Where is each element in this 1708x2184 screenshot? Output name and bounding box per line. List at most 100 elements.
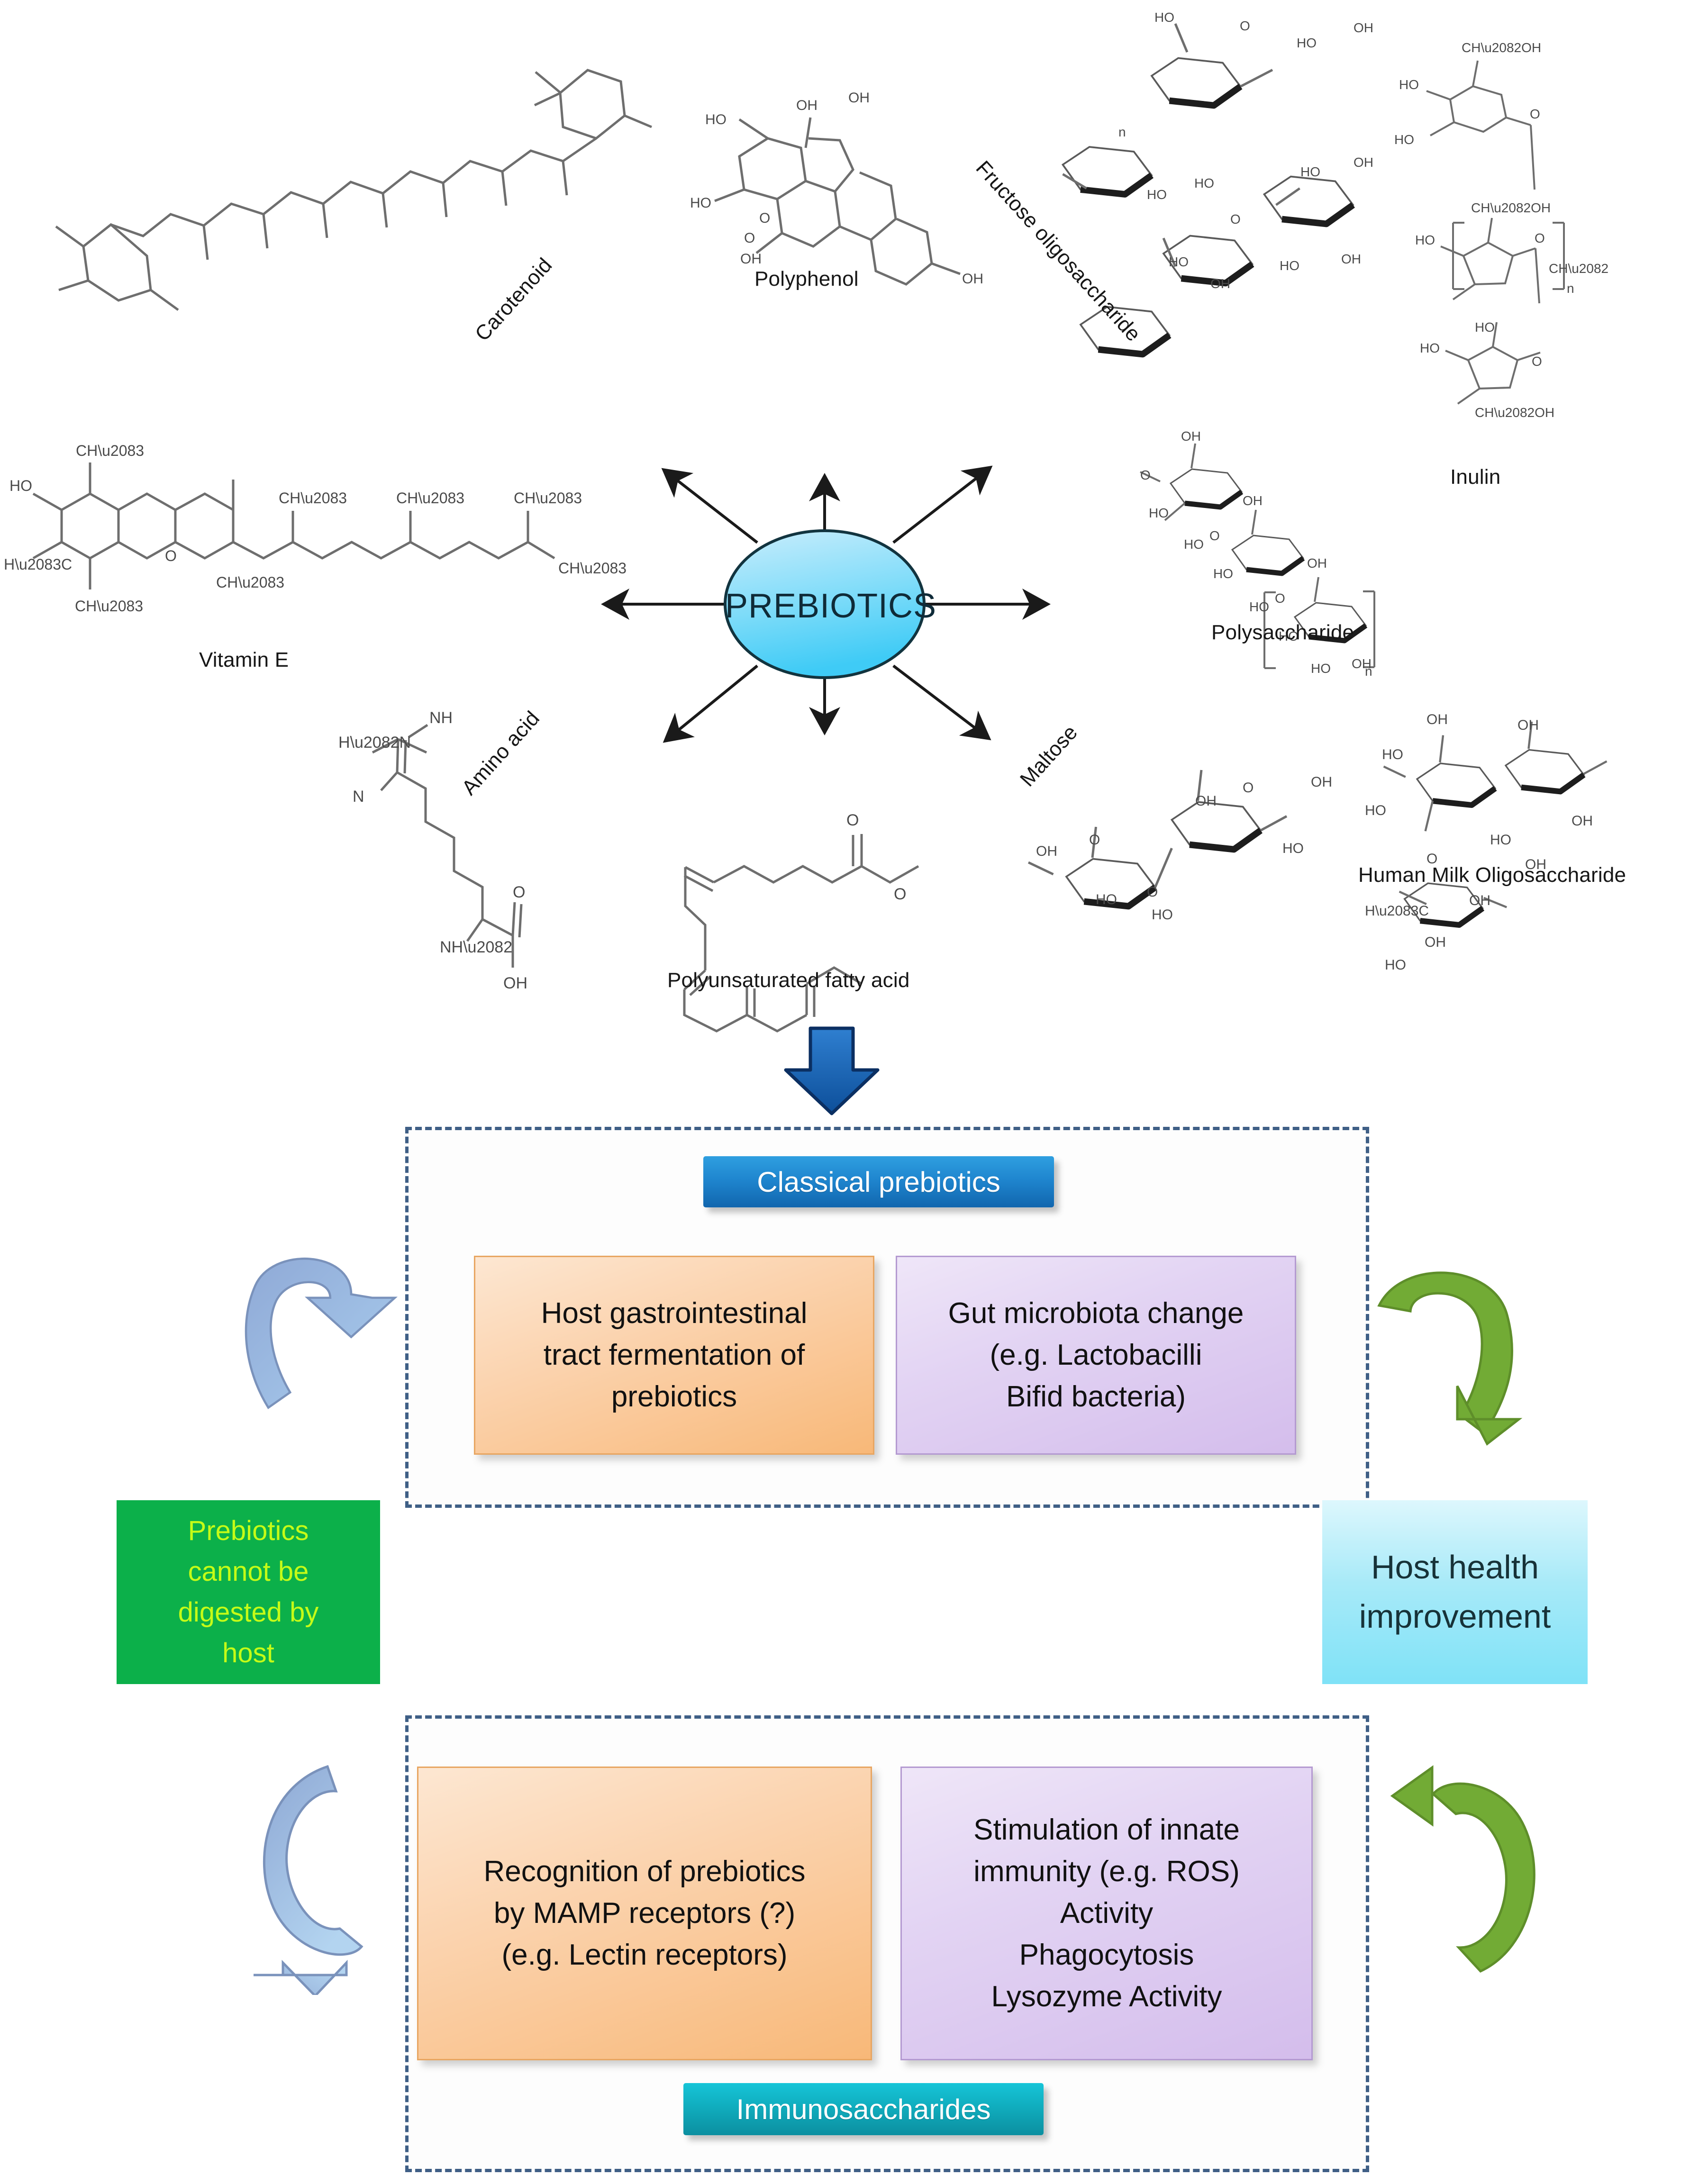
svg-text:OH: OH xyxy=(1307,556,1327,571)
svg-text:O: O xyxy=(1240,18,1250,33)
svg-text:OH: OH xyxy=(740,251,762,267)
svg-text:H\u2083C: H\u2083C xyxy=(1365,903,1429,919)
fructose-oligosaccharide-structure xyxy=(1063,23,1354,354)
svg-text:O: O xyxy=(1532,354,1542,369)
box-line: Lysozyme Activity xyxy=(991,1980,1222,2013)
badge-immunosaccharides[interactable]: Immunosaccharides xyxy=(683,2083,1044,2135)
svg-text:HO: HO xyxy=(1149,506,1169,520)
box-host-health-improvement: Host health improvement xyxy=(1322,1500,1588,1684)
box-line: (e.g. Lactobacilli xyxy=(990,1338,1202,1371)
svg-text:HO: HO xyxy=(1147,187,1167,202)
polyphenol-structure xyxy=(714,117,961,286)
svg-text:CH\u2083: CH\u2083 xyxy=(75,598,143,615)
hmo-structure xyxy=(1383,721,1608,925)
svg-text:H\u2082N: H\u2082N xyxy=(338,734,411,752)
svg-text:HO: HO xyxy=(1420,341,1440,355)
svg-text:HO: HO xyxy=(1169,254,1189,269)
svg-text:OH: OH xyxy=(1243,493,1263,508)
vitamin-e-structure xyxy=(32,462,555,589)
svg-text:OH: OH xyxy=(1354,155,1373,170)
badge-classical-prebiotics[interactable]: Classical prebiotics xyxy=(703,1156,1054,1207)
box-line: Gut microbiota change xyxy=(948,1296,1244,1330)
box-line: Activity xyxy=(1060,1896,1154,1930)
inulin-structure xyxy=(1426,60,1565,405)
svg-text:OH: OH xyxy=(1469,893,1490,908)
svg-text:HO: HO xyxy=(1280,258,1299,273)
svg-text:HO: HO xyxy=(690,195,711,211)
box-line: digested by xyxy=(178,1597,319,1628)
svg-text:O: O xyxy=(1243,780,1254,796)
down-arrow-icon xyxy=(784,1026,880,1115)
box-recognition-mamp-receptors: Recognition of prebiotics by MAMP recept… xyxy=(417,1767,872,2060)
svg-text:HO: HO xyxy=(1415,233,1435,247)
svg-text:HO: HO xyxy=(705,112,727,127)
svg-text:O: O xyxy=(744,230,755,246)
label-human-milk-oligosaccharide: Human Milk Oligosaccharide xyxy=(1358,863,1626,887)
svg-text:NH\u2082: NH\u2082 xyxy=(440,938,512,956)
svg-text:O: O xyxy=(1230,212,1241,227)
box-line: by MAMP receptors (?) xyxy=(493,1896,796,1930)
box-host-gi-fermentation: Host gastrointestinal tract fermentation… xyxy=(474,1256,874,1455)
svg-text:OH: OH xyxy=(1195,793,1217,809)
svg-text:HO: HO xyxy=(9,477,32,494)
box-stimulation-innate-immunity: Stimulation of innate immunity (e.g. ROS… xyxy=(900,1767,1313,2060)
svg-text:HO: HO xyxy=(1382,747,1403,762)
svg-text:OH: OH xyxy=(1425,934,1446,950)
label-inulin: Inulin xyxy=(1450,465,1501,489)
svg-text:O: O xyxy=(1426,851,1437,867)
svg-text:OH: OH xyxy=(796,98,818,113)
polysaccharide-structure xyxy=(1140,443,1375,669)
svg-text:CH\u2083: CH\u2083 xyxy=(558,560,627,577)
svg-text:OH: OH xyxy=(1352,656,1372,671)
box-line: cannot be xyxy=(188,1556,309,1587)
svg-text:NH: NH xyxy=(429,709,453,727)
svg-text:O: O xyxy=(894,885,906,903)
svg-text:HO: HO xyxy=(1282,841,1304,856)
svg-text:CH\u2082: CH\u2082 xyxy=(1549,261,1608,276)
recycle-arrow-blue-bottom-icon xyxy=(254,1765,363,1995)
label-polysaccharide: Polysaccharide xyxy=(1211,621,1354,644)
box-line: host xyxy=(222,1637,274,1668)
svg-text:O: O xyxy=(165,547,177,564)
svg-text:HO: HO xyxy=(1311,661,1331,676)
svg-text:HO: HO xyxy=(1475,320,1495,335)
svg-text:OH: OH xyxy=(1426,712,1448,727)
svg-text:OH: OH xyxy=(848,90,870,106)
svg-text:HO: HO xyxy=(1385,957,1406,973)
svg-text:n: n xyxy=(1118,125,1126,139)
svg-text:HO: HO xyxy=(1154,10,1174,25)
recycle-arrow-blue-top-icon xyxy=(245,1257,398,1409)
svg-text:HO: HO xyxy=(1279,629,1299,643)
svg-text:n: n xyxy=(1365,664,1372,679)
svg-text:OH: OH xyxy=(1311,774,1332,790)
svg-text:HO: HO xyxy=(1213,566,1233,581)
svg-text:HO: HO xyxy=(1194,176,1214,190)
svg-text:O: O xyxy=(1275,591,1285,606)
svg-text:HO: HO xyxy=(1300,164,1320,179)
svg-text:HO: HO xyxy=(1152,907,1173,923)
maltose-structure xyxy=(1027,770,1288,906)
box-line: Stimulation of innate xyxy=(973,1813,1240,1846)
svg-text:OH: OH xyxy=(962,271,983,287)
box-prebiotics-not-digested: Prebiotics cannot be digested by host xyxy=(117,1500,380,1684)
box-line: Host health xyxy=(1371,1549,1539,1586)
box-line: immunity (e.g. ROS) xyxy=(973,1855,1240,1888)
box-line: Prebiotics xyxy=(188,1515,309,1547)
prebiotics-hub-label: PREBIOTICS xyxy=(725,587,937,625)
box-line: Phagocytosis xyxy=(1019,1939,1194,1972)
svg-text:CH\u2083: CH\u2083 xyxy=(514,489,582,507)
label-polyunsaturated-fatty-acid: Polyunsaturated fatty acid xyxy=(667,969,910,992)
svg-text:OH: OH xyxy=(1181,429,1201,444)
svg-text:O: O xyxy=(1147,884,1158,900)
svg-text:HO: HO xyxy=(1394,132,1414,147)
pufa-structure xyxy=(683,834,919,1033)
svg-text:HO: HO xyxy=(1297,36,1317,50)
label-vitamin-e: Vitamin E xyxy=(199,648,289,671)
